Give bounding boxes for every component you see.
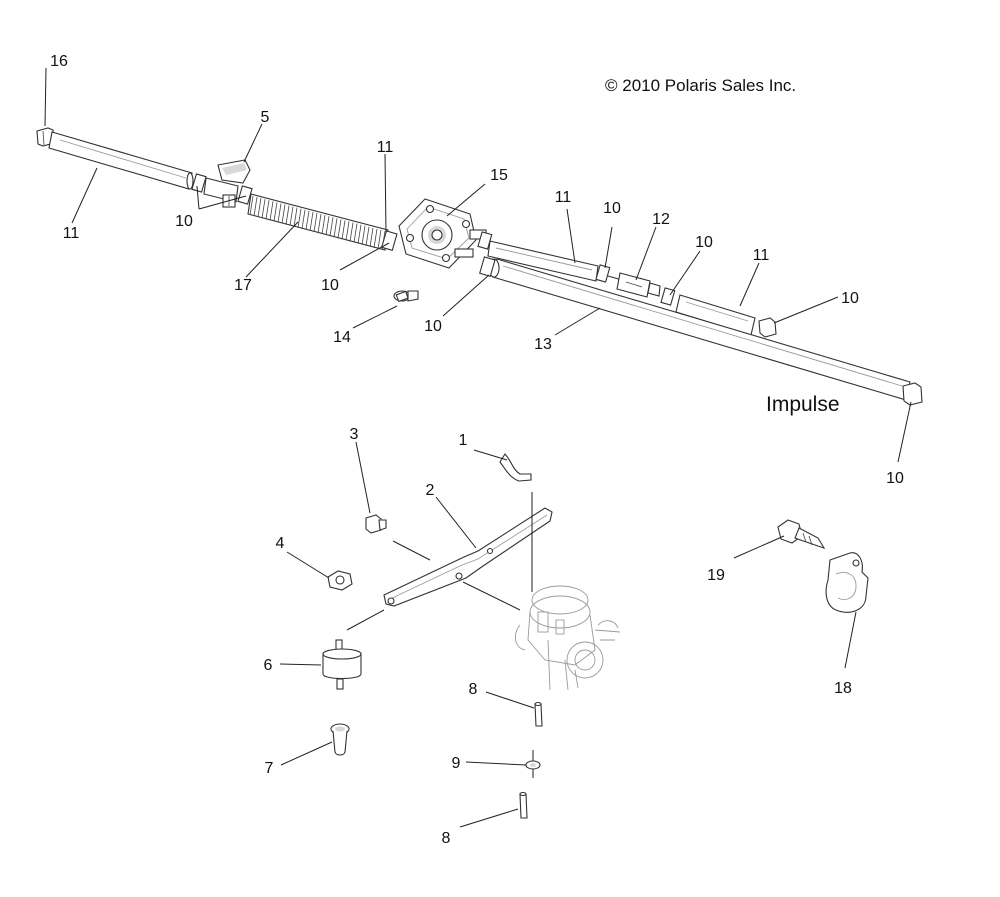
part-18-clip [825,552,869,613]
coil-rib [325,216,330,236]
coil-rib [265,200,270,220]
coil-rib [345,221,350,241]
callout-7: 7 [265,760,274,777]
callout-11-pump: 11 [377,139,394,156]
part-14-push-rivet [393,290,419,303]
part-11-hose-middle [487,240,599,282]
coil-rib [293,207,298,227]
part-10-clamp-valve-right [237,185,253,205]
callout-10-pump-left: 10 [321,277,339,294]
coil-rib [305,210,310,230]
callout-18: 18 [834,680,852,697]
callout-4: 4 [276,535,285,552]
coil-rib [257,198,262,218]
part-19-screw [777,519,826,549]
part-10-clamp-long-hose-start [479,256,496,277]
callout-10-right-end: 10 [841,290,859,307]
callout-10-valve: 10 [175,213,193,230]
part-1-vent-tube [499,453,532,482]
part-10-clamp-long-hose-end [902,382,923,406]
callout-14: 14 [333,329,351,346]
callout-5: 5 [261,109,270,126]
coil-rib [337,219,342,239]
callouts: 16 5 11 11 15 11 10 12 10 11 10 17 10 10… [50,53,904,847]
callout-10-long-hose-end: 10 [886,470,904,487]
part-3-bolt [365,514,387,534]
callout-13: 13 [534,336,552,353]
coil-rib [249,195,254,216]
callout-11-left: 11 [63,225,80,242]
coil-rib [329,217,334,237]
part-6-rubber-mount [322,639,362,690]
coil-rib [285,205,290,225]
coil-rib [317,213,322,234]
leader-lines [44,67,912,828]
part-9-fitting [525,750,541,778]
coil-rib [309,211,314,231]
part-10-clamp-valve-left [191,173,207,193]
coil-rib [349,222,354,242]
callout-17: 17 [234,277,252,294]
callout-10-filter-right: 10 [695,234,713,251]
coil-rib [301,209,306,229]
part-4-nut [327,570,353,591]
part-8-pin-upper [534,701,543,727]
part-15-fuel-pump [398,198,487,269]
coil-rib [313,212,318,233]
callout-2: 2 [426,482,435,499]
coil-rib [373,228,378,248]
carburetor-reference [514,585,621,691]
callout-11-right: 11 [753,247,770,264]
coil-rib [377,229,382,250]
part-10-clamp-right-end [758,317,777,338]
callout-8-upper: 8 [469,681,478,698]
part-8-pin-lower [519,791,528,819]
coil-rib [333,218,338,238]
coil-rib [281,204,286,224]
coil-rib [365,226,370,246]
part-13-long-hose [488,258,911,401]
callout-9: 9 [452,755,461,772]
callout-1: 1 [459,432,468,449]
coil-rib [357,224,362,244]
coil-rib [261,199,266,219]
part-2-bracket [383,507,553,607]
copyright-notice: © 2010 Polaris Sales Inc. [605,76,797,95]
coil-rib [269,201,274,221]
callout-3: 3 [350,426,359,443]
callout-10-filter-left: 10 [603,200,621,217]
callout-12: 12 [652,211,670,228]
coil-rib [369,227,374,247]
part-10-clamp-filter-right [660,287,676,306]
callout-6: 6 [264,657,273,674]
coil-rib [361,225,366,245]
callout-15: 15 [490,167,508,184]
part-17-coiled-hose [247,193,389,251]
coil-rib [321,215,326,235]
coil-rib [297,208,302,228]
coil-rib [277,203,282,223]
part-11-hose-left [48,131,194,190]
callout-16: 16 [50,53,68,70]
model-label: Impulse [766,393,840,416]
callout-19: 19 [707,567,725,584]
coil-rib [289,206,294,226]
coil-rib [273,202,278,222]
coil-rib [341,220,346,240]
callout-8-lower: 8 [442,830,451,847]
callout-11-middle: 11 [555,189,572,206]
coil-rib [253,196,258,217]
coil-rib [353,223,358,243]
part-12-fuel-filter [607,272,661,298]
part-7-insert [330,723,350,756]
callout-10-long-hose: 10 [424,318,442,335]
